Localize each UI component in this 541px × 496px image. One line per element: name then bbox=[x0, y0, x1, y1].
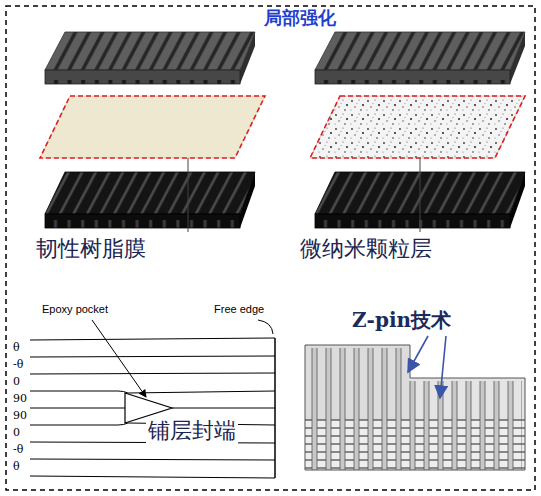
part-label: 铺层封端 bbox=[146, 418, 238, 444]
leader-line bbox=[420, 158, 421, 232]
callout-label: Epoxy pocket bbox=[42, 303, 108, 316]
particle-layer-assembly bbox=[310, 32, 525, 228]
top-ply-front bbox=[315, 70, 510, 84]
free-edge-leader bbox=[258, 320, 273, 334]
ply-boundary bbox=[30, 356, 275, 357]
ply-boundary bbox=[30, 338, 275, 340]
z-pin-illustration bbox=[305, 336, 525, 470]
pointer-arrow bbox=[440, 336, 446, 398]
top-ply-front bbox=[45, 70, 240, 84]
bottom-ply bbox=[45, 172, 255, 214]
part-label: 微纳米颗粒层 bbox=[300, 236, 432, 262]
free-edge bbox=[274, 338, 276, 478]
resin-film-assembly bbox=[40, 32, 265, 232]
particle-layer bbox=[310, 96, 525, 158]
top-ply bbox=[45, 32, 255, 70]
layer-highlight bbox=[310, 96, 525, 158]
top-ply bbox=[315, 32, 525, 70]
z-pins bbox=[308, 348, 522, 470]
ply-angle: -θ bbox=[13, 358, 23, 371]
ply-boundary bbox=[30, 476, 275, 478]
panel-title: 局部强化 bbox=[262, 8, 338, 30]
ply-angle: θ bbox=[13, 460, 20, 473]
part-label: 韧性树脂膜 bbox=[36, 236, 146, 262]
ply-angle: -θ bbox=[13, 443, 23, 456]
ply-angle: 90 bbox=[13, 409, 27, 422]
laminate-ground bbox=[305, 345, 525, 470]
film-highlight bbox=[40, 96, 265, 158]
ply-termination-section bbox=[30, 320, 275, 478]
ply-angle: 90 bbox=[13, 392, 27, 405]
resin-film bbox=[40, 96, 265, 158]
bottom-ply-front bbox=[315, 214, 510, 228]
callout-label: Free edge bbox=[214, 303, 264, 316]
part-label: Z-pin技术 bbox=[352, 308, 451, 332]
mid-plane bbox=[172, 408, 275, 409]
ply-angle: θ bbox=[13, 341, 20, 354]
ply-angle: 0 bbox=[13, 426, 20, 439]
bottom-ply-front bbox=[45, 214, 240, 228]
leader-line bbox=[188, 158, 189, 232]
ply-angle: 0 bbox=[13, 375, 20, 388]
ply-boundary bbox=[30, 459, 275, 460]
pointer-arrow bbox=[408, 336, 428, 372]
ply-boundary bbox=[30, 373, 275, 374]
mid-plane bbox=[30, 408, 125, 409]
z-pin-outline bbox=[305, 345, 525, 470]
ply-boundary bbox=[30, 391, 275, 393]
dashed-frame bbox=[6, 6, 535, 490]
pocket-arrow bbox=[92, 320, 146, 397]
